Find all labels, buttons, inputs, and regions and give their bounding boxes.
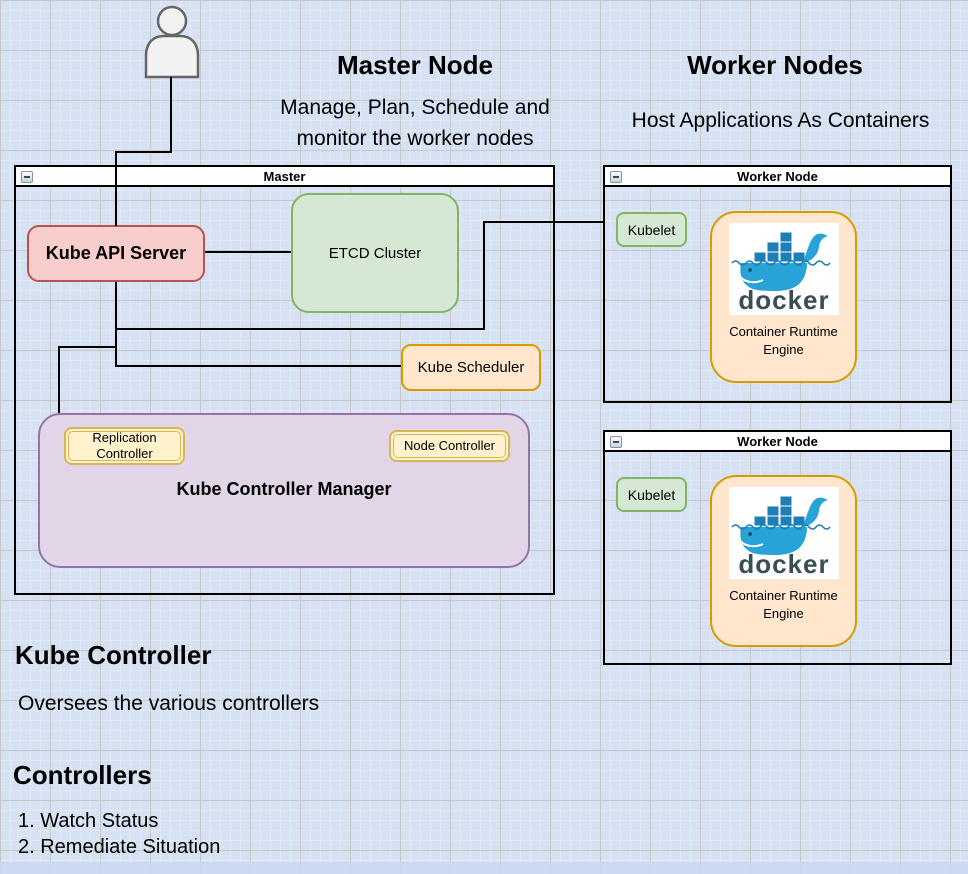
connector-api-to-worker-h	[115, 328, 485, 330]
runtime-label-2-line1: Container Runtime	[729, 588, 838, 603]
docker-whale-icon: docker	[731, 231, 831, 315]
docker-wordmark-1: docker	[738, 285, 829, 315]
master-window-titlebar: Master	[16, 167, 553, 187]
node-controller-shape[interactable]: Node Controller	[389, 430, 510, 462]
kube-controller-heading: Kube Controller	[15, 640, 212, 670]
connector-api-to-worker-v	[483, 222, 485, 330]
connector-api-to-scheduler	[115, 365, 402, 367]
user-icon[interactable]	[141, 5, 203, 79]
controllers-item-1: 1. Watch Status	[18, 810, 159, 832]
connector-api-to-etcd	[205, 251, 291, 253]
replication-controller-label: Replication Controller	[92, 430, 157, 461]
worker-node-2-titlebar: Worker Node	[605, 432, 950, 452]
kubelet-shape-1[interactable]: Kubelet	[616, 212, 687, 247]
connector-user-down	[170, 77, 172, 153]
docker-logo-1: docker	[729, 223, 839, 315]
kube-controller-manager-shape[interactable]: Replication Controller Node Controller K…	[38, 413, 530, 568]
collapse-icon[interactable]	[610, 171, 622, 183]
page-boundary-shade	[0, 862, 968, 874]
kube-scheduler-shape[interactable]: Kube Scheduler	[401, 344, 541, 391]
node-controller-label: Node Controller	[403, 438, 496, 453]
docker-logo-2: docker	[729, 487, 839, 579]
worker-node-1-titlebar: Worker Node	[605, 167, 950, 187]
master-node-heading: Master Node	[336, 50, 494, 80]
connector-api-to-kcm-v	[58, 346, 60, 413]
connector-into-master	[115, 151, 117, 226]
kube-scheduler-label: Kube Scheduler	[417, 359, 525, 376]
kubelet-label-2: Kubelet	[627, 486, 676, 503]
replication-controller-shape[interactable]: Replication Controller	[64, 427, 185, 465]
runtime-label-2: Container Runtime Engine	[712, 587, 855, 623]
runtime-label-1-line2: Engine	[763, 342, 804, 357]
kube-api-server-label: Kube API Server	[45, 243, 187, 263]
kube-controller-manager-label: Kube Controller Manager	[176, 479, 392, 499]
collapse-icon[interactable]	[610, 436, 622, 448]
etcd-cluster-label: ETCD Cluster	[328, 244, 422, 262]
worker-node-window-2[interactable]: Worker Node Kubelet	[603, 430, 952, 665]
kubelet-label-1: Kubelet	[627, 221, 676, 238]
kube-controller-description: Oversees the various controllers	[18, 692, 320, 715]
worker-node-1-title: Worker Node	[737, 168, 818, 184]
connector-api-to-kcm-h	[58, 346, 117, 348]
runtime-label-1: Container Runtime Engine	[712, 323, 855, 359]
container-runtime-shape-2[interactable]: docker Container Runtime Engine	[710, 475, 857, 647]
master-node-subtitle-line1: Manage, Plan, Schedule and	[280, 96, 550, 119]
worker-node-window-1[interactable]: Worker Node Kubelet	[603, 165, 952, 403]
connector-master-to-worker1	[483, 221, 603, 223]
etcd-cluster-shape[interactable]: ETCD Cluster	[291, 193, 459, 313]
runtime-label-1-line1: Container Runtime	[729, 324, 838, 339]
kubelet-shape-2[interactable]: Kubelet	[616, 477, 687, 512]
collapse-icon[interactable]	[21, 171, 33, 183]
worker-nodes-subtitle: Host Applications As Containers	[631, 109, 930, 132]
master-window[interactable]: Master Kube API Server ETCD Cluster Kube…	[14, 165, 555, 595]
kube-api-server-shape[interactable]: Kube API Server	[27, 225, 205, 282]
master-node-subtitle: Manage, Plan, Schedule and monitor the w…	[230, 92, 600, 154]
worker-node-2-title: Worker Node	[737, 433, 818, 449]
controllers-item-2: 2. Remediate Situation	[18, 836, 221, 858]
master-window-title: Master	[263, 168, 306, 184]
controllers-heading: Controllers	[13, 760, 152, 790]
worker-nodes-heading: Worker Nodes	[687, 50, 863, 80]
docker-whale-icon: docker	[731, 495, 831, 579]
container-runtime-shape-1[interactable]: docker Container Runtime Engine	[710, 211, 857, 383]
connector-api-trunk	[115, 226, 117, 367]
master-node-subtitle-line2: monitor the worker nodes	[296, 127, 534, 150]
runtime-label-2-line2: Engine	[763, 606, 804, 621]
connector-user-step	[115, 151, 172, 153]
docker-wordmark-2: docker	[738, 549, 829, 579]
